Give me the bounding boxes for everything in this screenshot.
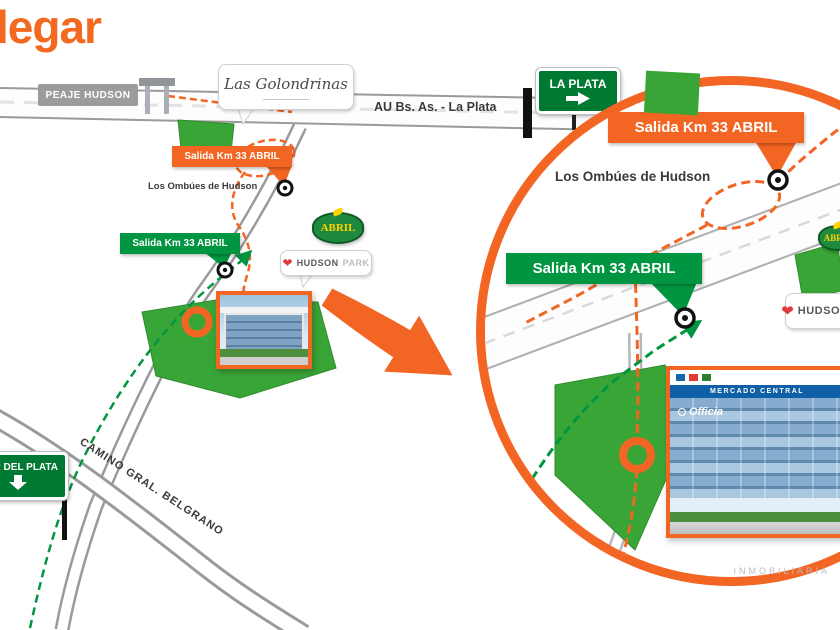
- toll-booth-icon: [139, 78, 175, 114]
- golondrinas-tagline-rule: [263, 98, 309, 100]
- building-photo-small: [216, 291, 312, 369]
- arrow-right-icon: [566, 92, 590, 105]
- hudson-park-bubble-tail: [299, 274, 313, 289]
- hudson-park-suffix: PARK: [342, 258, 370, 268]
- zoom-arrow: [321, 288, 453, 376]
- salida-green-sign: Salida Km 33 ABRIL: [120, 233, 240, 254]
- inset-ombues-label: Los Ombúes de Hudson: [555, 169, 711, 184]
- route-green: [28, 249, 253, 629]
- highway-label: AU Bs. As. - La Plata: [374, 100, 497, 114]
- mar-del-plata-sign-text: MAR DEL PLATA: [0, 462, 58, 473]
- mar-del-plata-sign-pole: [62, 498, 67, 540]
- photo-building: [224, 313, 304, 351]
- inset-hudson-park-bubble: ❤ HUDSON PARK: [781, 293, 840, 329]
- page-title: legar: [0, 1, 102, 53]
- photo-roof: [220, 307, 308, 313]
- photo-glass-mullions: [670, 398, 840, 498]
- photo-glass-sign-text: Officia: [689, 406, 724, 418]
- officia-circle-icon: [678, 408, 686, 416]
- watermark-text: INMOBILIARIA: [733, 566, 830, 576]
- mar-del-plata-sign: MAR DEL PLATA: [0, 452, 68, 500]
- photo-logo-band: [670, 370, 840, 385]
- building-photo-large: MERCADO CENTRAL Officia: [666, 366, 840, 538]
- green-area-top-right: [643, 70, 701, 116]
- logo-square-red: [689, 374, 698, 381]
- golondrinas-logo: Las Golondrinas: [224, 74, 348, 93]
- inset-route-green: [508, 319, 703, 516]
- hudson-park-bubble: ❤ HUDSON PARK: [280, 250, 372, 276]
- inset-salida-green-sign: Salida Km 33 ABRIL: [506, 253, 702, 284]
- inset-exit-dot-orange: [767, 169, 789, 191]
- photo-ground: [220, 357, 308, 365]
- arrow-down-icon: [9, 475, 27, 490]
- la-plata-sign-text: LA PLATA: [549, 77, 607, 91]
- photo-hedge: [670, 512, 840, 522]
- heart-icon: ❤: [781, 302, 794, 320]
- photo-banner: MERCADO CENTRAL: [670, 385, 840, 398]
- inset-abril-logo: ABRIL: [818, 220, 840, 251]
- camino-belgrano-road: [0, 409, 310, 630]
- ombues-label: Los Ombúes de Hudson: [148, 181, 258, 192]
- photo-glass-facade: [670, 398, 840, 498]
- photo-glass-sign: Officia: [678, 406, 723, 418]
- salida-orange-sign: Salida Km 33 ABRIL: [172, 146, 292, 167]
- photo-ground: [670, 522, 840, 534]
- overpass-bar: [523, 88, 532, 138]
- photo-hedge: [220, 349, 308, 357]
- hudson-park-name: HUDSON: [296, 258, 339, 268]
- la-plata-sign: LA PLATA: [536, 68, 620, 114]
- inset-orange-sign-pointer: [755, 141, 797, 177]
- exit-dot-green: [216, 261, 234, 279]
- inset-salida-orange-sign: Salida Km 33 ABRIL: [608, 112, 804, 143]
- peaje-hudson-sign: PEAJE HUDSON: [38, 84, 138, 106]
- golondrinas-bubble: Las Golondrinas: [218, 64, 354, 110]
- heart-icon: ❤: [282, 256, 293, 270]
- zoom-inset-circle: Salida Km 33 ABRIL Los Ombúes de Hudson …: [476, 76, 840, 586]
- logo-square-green: [702, 374, 711, 381]
- inset-abril-logo-text: ABRIL: [823, 233, 840, 243]
- roundabout-marker: [181, 306, 213, 338]
- inset-exit-dot-green: [674, 307, 696, 329]
- logo-square-blue: [676, 374, 685, 381]
- inset-hudson-park-name: HUDSON: [797, 305, 840, 317]
- la-plata-sign-pole: [572, 112, 576, 130]
- abril-logo-text: ABRIL: [320, 222, 356, 234]
- abril-logo: ABRIL: [312, 207, 364, 244]
- exit-dot-orange: [276, 179, 294, 197]
